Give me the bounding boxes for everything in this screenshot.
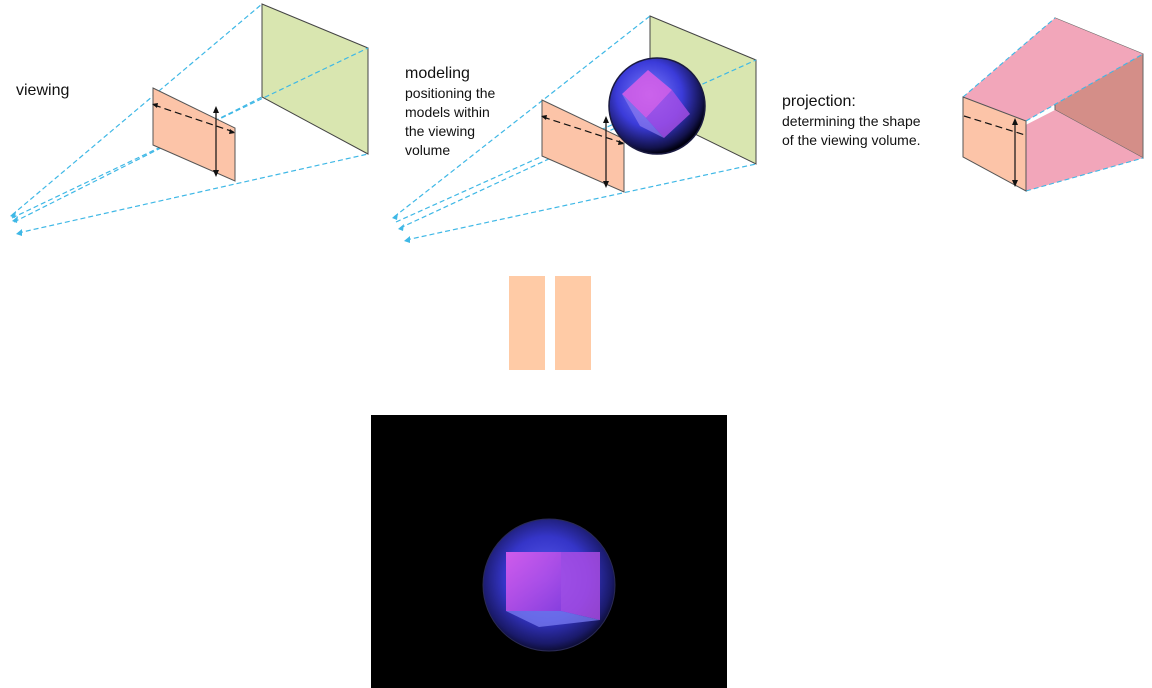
sight-line-arrows	[392, 213, 410, 243]
pipeline-diagram	[10, 3, 1144, 370]
frustum-top	[963, 18, 1143, 121]
modeling-panel	[392, 15, 757, 243]
projection-description-line: of the viewing volume.	[782, 132, 921, 148]
cube-face-right	[646, 90, 690, 138]
modeling-label: modeling	[405, 65, 470, 82]
cube-face-left	[622, 70, 672, 118]
far-plane	[261, 3, 369, 155]
image-plane	[541, 99, 625, 193]
viewing-panel	[10, 3, 369, 236]
modeling-description-line: models within	[405, 104, 490, 120]
image-plane	[152, 87, 236, 182]
modeling-description: positioning the models within the viewin…	[405, 84, 495, 160]
sphere-with-cube-model	[608, 57, 706, 155]
projection-description: determining the shape of the viewing vol…	[782, 112, 921, 150]
modeling-description-line: the viewing	[405, 123, 476, 139]
cube-face-front	[506, 552, 561, 611]
image-plane-axes	[153, 104, 235, 175]
cube-face-bottom	[622, 94, 664, 138]
equals-sign	[509, 276, 591, 370]
sight-line-arrows	[10, 211, 22, 236]
modeling-description-line: volume	[405, 142, 451, 158]
equals-sign-bar-right	[555, 276, 591, 370]
sight-lines	[962, 17, 1144, 192]
modeling-description-line: positioning the	[405, 85, 496, 101]
equals-sign-bar-left	[509, 276, 545, 370]
cube-face-bottom	[506, 611, 600, 627]
rendered-scene	[482, 518, 616, 652]
rendered-result	[371, 415, 727, 688]
viewing-label: viewing	[16, 82, 70, 99]
cube-face-right	[561, 552, 600, 620]
projection-panel	[962, 17, 1144, 192]
sight-lines	[11, 3, 369, 234]
projection-label: projection:	[782, 93, 856, 110]
projection-description-line: determining the shape	[782, 113, 921, 129]
